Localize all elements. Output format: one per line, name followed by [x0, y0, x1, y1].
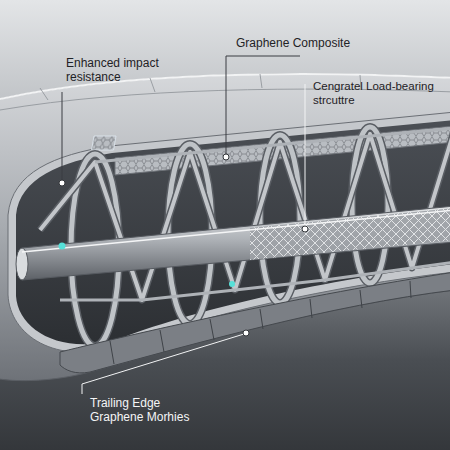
leader-dots: [59, 154, 308, 336]
callout-label: Trailing Edge Graphene Morhies: [90, 396, 210, 425]
segment-line: [160, 330, 164, 352]
leader-line: [305, 84, 306, 226]
segment-line: [260, 309, 263, 329]
segment-line: [310, 299, 312, 318]
leader-dot: [223, 154, 229, 160]
glow-point: [59, 243, 66, 250]
spar-tube: [22, 206, 450, 280]
panel-line: [150, 78, 155, 92]
panel-line: [40, 88, 48, 100]
honeycomb-sample: [92, 136, 116, 150]
callout-label: Enhanced impact resistance: [66, 56, 170, 85]
rib-frame: [352, 127, 388, 283]
trailing-edge-segments: [110, 281, 411, 364]
leader-dot: [243, 330, 249, 336]
panel-line: [0, 89, 450, 110]
leader-lines: [62, 56, 305, 394]
rib-frame: [260, 135, 300, 303]
trailing-edge-panel: [60, 272, 450, 373]
callout-label: Graphene Composite: [236, 36, 366, 50]
callout-anchor: Trailing Edge Graphene Morhies: [90, 396, 210, 425]
leader-line: [226, 56, 300, 154]
callout-anchor: Cengratel Load-bearing strcuttre: [313, 80, 445, 108]
spar-mesh: [250, 208, 450, 260]
leader-line: [62, 92, 63, 180]
segment-line: [360, 290, 362, 308]
panel-line: [260, 74, 262, 88]
segment-line: [210, 319, 214, 340]
glow-point: [229, 281, 235, 287]
leader-line: [82, 334, 244, 394]
spar-end: [16, 248, 28, 280]
leader-dot: [302, 226, 308, 232]
rib-shadow: [260, 135, 300, 303]
wing-skin: [0, 74, 450, 381]
callout-anchor: Enhanced impact resistance: [66, 56, 170, 85]
leader-dot: [59, 180, 65, 186]
segment-line: [110, 341, 114, 364]
callout-label: Cengratel Load-bearing strcuttre: [313, 80, 445, 108]
spar-highlight: [22, 210, 450, 252]
rib-shadow: [352, 127, 388, 283]
segment-line: [410, 281, 411, 298]
wing-cavity: [16, 120, 450, 344]
callout-anchor: Graphene Composite: [236, 36, 366, 50]
